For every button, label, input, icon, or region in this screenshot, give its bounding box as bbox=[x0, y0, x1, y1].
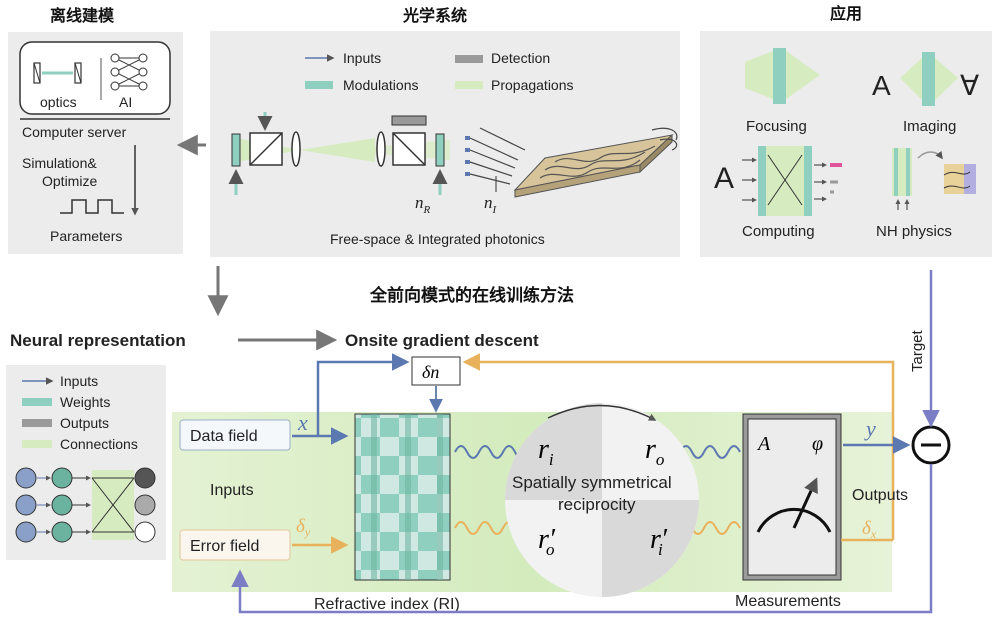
delta-n-label: δn bbox=[422, 362, 439, 382]
imaging-letter: A bbox=[872, 70, 891, 101]
optical-panel: Inputs Modulations Detection Propagation… bbox=[210, 31, 680, 257]
delta-x-symbol: δx bbox=[862, 518, 877, 541]
neural-representation-label: Neural representation bbox=[10, 331, 186, 350]
photonics-caption: Free-space & Integrated photonics bbox=[330, 231, 545, 247]
optical-system-header: 光学系统 bbox=[402, 6, 467, 25]
legend-propagations-swatch bbox=[455, 81, 483, 89]
computer-monitor bbox=[19, 41, 171, 115]
ai-network-icon bbox=[110, 53, 148, 91]
simulation-label: Simulation& bbox=[22, 155, 97, 171]
measurements-label: Measurements bbox=[735, 593, 841, 610]
legend-weights-swatch bbox=[22, 398, 52, 406]
orange-feedback-line bbox=[462, 353, 895, 540]
legend-outputs-swatch bbox=[22, 419, 52, 427]
onsite-gradient-label: Onsite gradient descent bbox=[345, 331, 539, 350]
r-i-prime-symbol: r′i bbox=[650, 524, 668, 559]
blue-feedback-line bbox=[316, 353, 410, 436]
photonic-chip bbox=[465, 127, 678, 198]
wave-forward-right bbox=[679, 445, 741, 459]
optimize-label: Optimize bbox=[42, 173, 97, 189]
ai-label: AI bbox=[119, 94, 132, 110]
refractive-index-block bbox=[354, 413, 451, 581]
computing-icon bbox=[742, 146, 842, 216]
focusing-label: Focusing bbox=[746, 118, 807, 135]
offline-modeling-header: 离线建模 bbox=[50, 6, 115, 25]
free-space-setup bbox=[228, 112, 450, 195]
reciprocity-circle bbox=[505, 403, 699, 597]
imaging-label: Imaging bbox=[903, 118, 956, 135]
application-header: 应用 bbox=[830, 4, 862, 23]
error-field-label: Error field bbox=[190, 538, 259, 555]
delta-n-box bbox=[411, 356, 461, 386]
phase-symbol: φ bbox=[812, 433, 823, 455]
focusing-icon bbox=[773, 48, 786, 104]
nh-physics-label: NH physics bbox=[876, 223, 952, 240]
r-o-prime-symbol: r′o bbox=[538, 524, 556, 559]
mini-network-icon bbox=[15, 467, 156, 543]
offline-panel: optics AI Computer server Simulation& Op… bbox=[8, 32, 183, 254]
legend-lower-inputs: Inputs bbox=[60, 373, 98, 389]
outputs-label: Outputs bbox=[852, 487, 908, 504]
n-i-label: nI bbox=[484, 193, 498, 216]
legend-weights: Weights bbox=[60, 394, 110, 410]
error-field-box bbox=[179, 529, 291, 561]
legend-modulations: Modulations bbox=[343, 77, 419, 93]
r-i-symbol: ri bbox=[538, 434, 554, 469]
legend-connections-swatch bbox=[22, 440, 52, 448]
purple-feedback-line bbox=[231, 464, 933, 614]
data-field-label: Data field bbox=[190, 428, 258, 445]
delta-y-symbol: δy bbox=[296, 516, 311, 539]
target-label: Target bbox=[909, 329, 926, 372]
n-r-label: nR bbox=[415, 193, 431, 216]
legend-modulations-swatch bbox=[305, 81, 333, 89]
parameters-waveform-icon bbox=[60, 199, 124, 214]
y-symbol: y bbox=[864, 416, 876, 441]
parameters-label: Parameters bbox=[50, 228, 122, 244]
nh-physics-icon bbox=[892, 148, 976, 210]
legend-detection: Detection bbox=[491, 50, 550, 66]
legend-outputs: Outputs bbox=[60, 415, 109, 431]
application-panel: Focusing A ∀ Imaging A Computing bbox=[700, 31, 992, 257]
optics-icon bbox=[33, 62, 82, 84]
imaging-icon bbox=[922, 52, 935, 106]
r-o-symbol: ro bbox=[645, 434, 664, 469]
symmetry-label-2: reciprocity bbox=[558, 495, 636, 514]
data-field-box bbox=[179, 419, 291, 451]
computing-label: Computing bbox=[742, 223, 815, 240]
legend-inputs: Inputs bbox=[343, 50, 381, 66]
amplitude-symbol: A bbox=[756, 433, 771, 455]
computing-letter: A bbox=[714, 162, 734, 195]
inputs-label: Inputs bbox=[210, 482, 254, 499]
measurement-meter bbox=[742, 413, 842, 581]
method-title: 全前向模式的在线训练方法 bbox=[369, 285, 574, 306]
legend-connections: Connections bbox=[60, 436, 138, 452]
x-symbol: x bbox=[297, 410, 308, 435]
symmetry-label-1: Spatially symmetrical bbox=[512, 473, 672, 492]
network-legend-panel: Inputs Weights Outputs Connections bbox=[6, 365, 166, 560]
computer-server-label: Computer server bbox=[22, 124, 127, 140]
legend-detection-swatch bbox=[455, 55, 483, 63]
ri-label: Refractive index (RI) bbox=[314, 596, 460, 613]
imaging-flipped-letter: ∀ bbox=[960, 70, 979, 101]
optics-label: optics bbox=[40, 94, 77, 110]
legend-propagations: Propagations bbox=[491, 77, 574, 93]
